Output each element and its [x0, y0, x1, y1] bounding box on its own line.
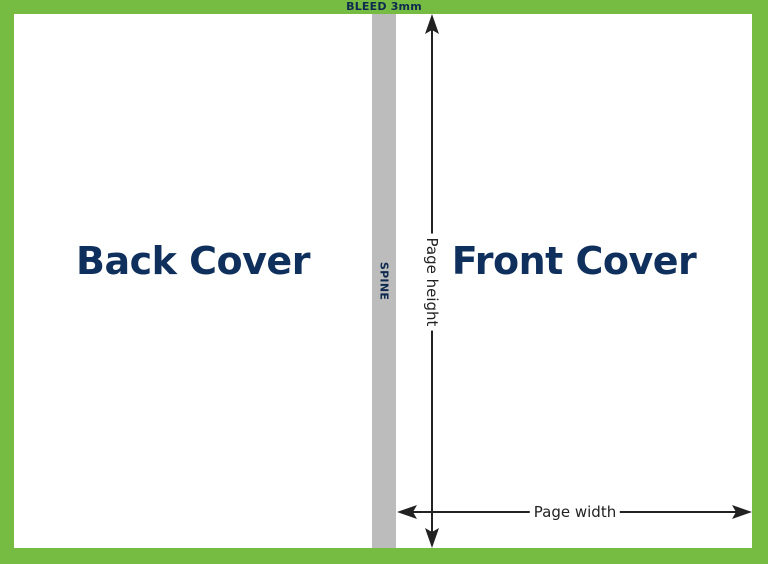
- page-width-label: Page width: [529, 503, 621, 521]
- front-cover-title: Front Cover: [451, 239, 697, 283]
- back-cover-title: Back Cover: [76, 239, 310, 283]
- page-height-label: Page height: [423, 233, 441, 331]
- bleed-label: BLEED 3mm: [346, 0, 422, 13]
- spine-strip: [372, 14, 396, 548]
